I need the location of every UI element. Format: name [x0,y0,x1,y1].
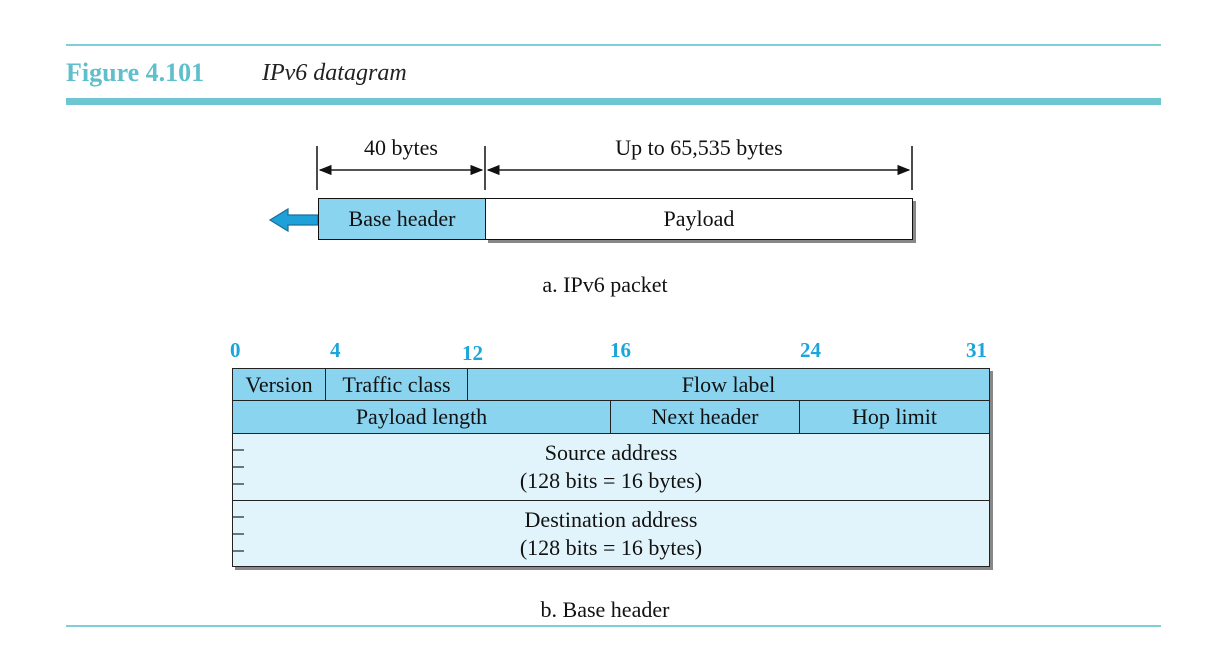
traffic-class-field: Traffic class [325,368,468,401]
bit-position-4: 4 [330,338,341,362]
source-address-label: Source address [544,440,678,465]
bit-position-24: 24 [800,338,821,362]
payload-length-field: Payload length [232,400,611,434]
flow-label-field: Flow label [467,368,990,401]
word-tick-marks [232,449,244,552]
base-header-caption: b. Base header [540,597,670,622]
destination-address-label: Destination address [524,506,698,532]
hop-limit-label: Hop limit [852,404,937,429]
payload-size-label: Up to 65,535 bytes [615,135,783,160]
payload-label: Payload [663,206,735,231]
source-address-field: Source address (128 bits = 16 bytes) [232,433,990,501]
payload-box: Payload [485,198,913,240]
bit-position-12: 12 [462,341,483,365]
top-rule [66,44,1161,46]
next-header-field: Next header [610,400,800,434]
version-field: Version [232,368,326,401]
packet-dimension-lines [316,146,913,190]
packet-caption: a. IPv6 packet [542,272,668,297]
payload-length-label: Payload length [355,404,488,429]
flow-label-label: Flow label [681,371,776,397]
source-address-size: (128 bits = 16 bytes) [519,468,703,493]
figure-title: IPv6 datagram [262,60,407,86]
next-header-label: Next header [651,404,759,429]
title-rule [66,98,1161,105]
bit-position-0: 0 [230,338,241,362]
base-header-box: Base header [318,198,486,240]
figure-number: Figure 4.101 [66,58,205,87]
traffic-class-label: Traffic class [342,371,451,397]
hop-limit-field: Hop limit [799,400,990,434]
destination-address-size: (128 bits = 16 bytes) [519,534,703,560]
bit-position-16: 16 [610,338,631,362]
base-header-label: Base header [348,206,456,231]
version-label: Version [245,371,313,397]
header-size-label: 40 bytes [364,135,438,160]
destination-address-field: Destination address (128 bits = 16 bytes… [232,500,990,567]
direction-arrow-icon [268,207,319,233]
bit-position-31: 31 [966,338,987,362]
bottom-rule [66,625,1161,627]
